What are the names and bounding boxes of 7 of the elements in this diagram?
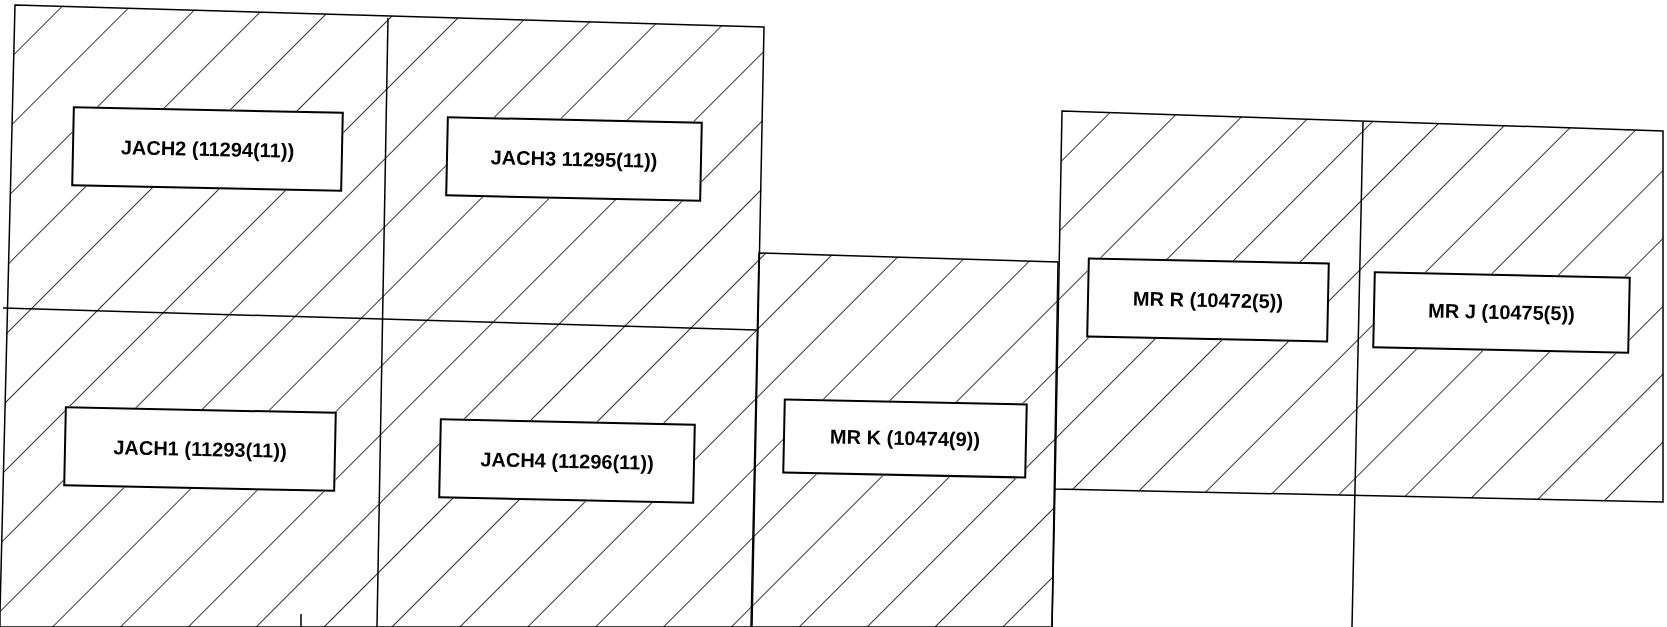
parcel-label: MR J (10475(5)) [1372, 271, 1631, 354]
parcel-label: MR R (10472(5)) [1086, 257, 1330, 343]
parcel-label: JACH2 (11294(11)) [71, 106, 344, 192]
parcel-label: JACH1 (11293(11)) [63, 406, 337, 492]
parcel-label: JACH3 11295(11)) [445, 116, 703, 202]
parcel-label: MR K (10474(9)) [782, 398, 1028, 479]
parcel-label: JACH4 (11296(11)) [438, 418, 696, 504]
